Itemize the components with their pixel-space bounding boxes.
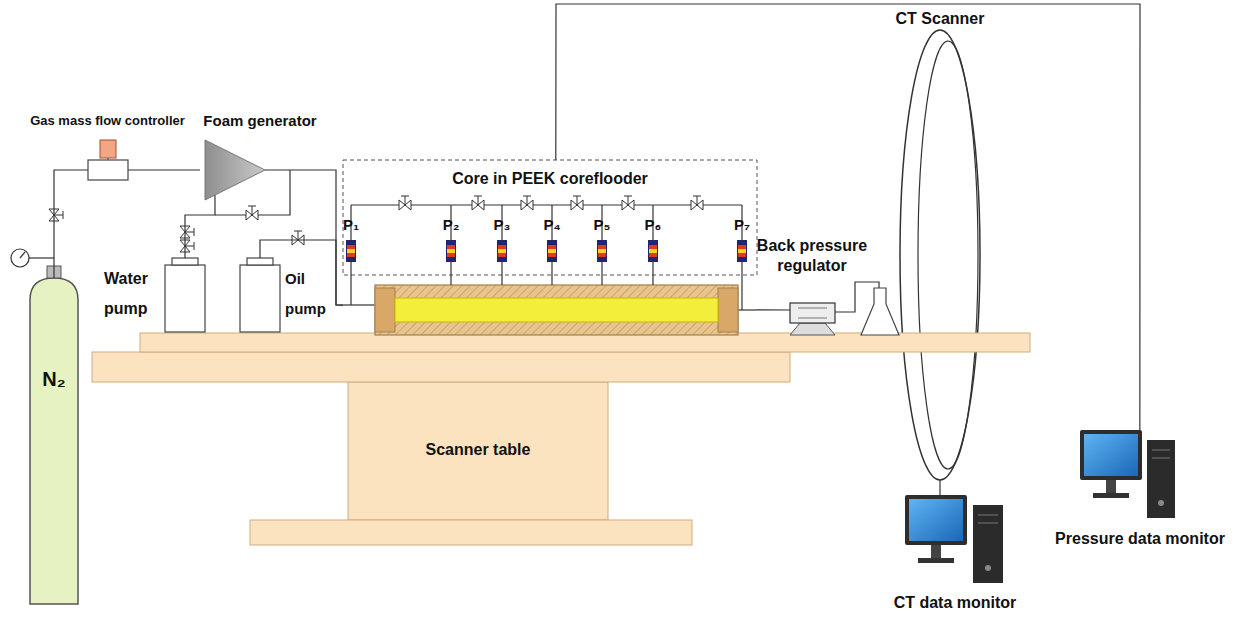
transducer-label: P₇: [727, 216, 757, 234]
scanner-table-shape: [92, 333, 1030, 545]
foam-generator: Foam generator: [200, 140, 265, 200]
gas-cylinder-node: N₂: [30, 278, 78, 604]
inlet-line: [343, 304, 375, 305]
node-label: Foam generator: [190, 112, 330, 130]
node-label: Core in PEEK coreflooder: [343, 170, 757, 188]
transducer-label: P₄: [537, 216, 567, 234]
flow-controller: Gas mass flow controller: [88, 140, 128, 180]
pipe-line: [556, 4, 1140, 430]
ct-data-monitor: CT data monitor: [905, 495, 1005, 583]
collection-flask: [861, 288, 899, 335]
pipe-line: [939, 480, 940, 495]
node-label: Scanner table: [426, 441, 531, 459]
manifold-box: [343, 160, 757, 275]
pipe-line: [128, 169, 200, 170]
node-label: CT Scanner: [880, 10, 1000, 28]
pipe-line: [185, 195, 215, 258]
transducer-label: P₅: [587, 216, 617, 234]
transducer-label: P₂: [436, 216, 466, 234]
valve-symbol: [292, 231, 304, 245]
node-label: Pressure data monitor: [1040, 530, 1240, 548]
flow-controller: [88, 140, 128, 180]
node-label: Water pump: [104, 264, 162, 324]
pipe-line: [54, 170, 88, 278]
node-label: N₂: [42, 368, 65, 390]
outlet-line: [738, 309, 757, 310]
back-pressure-regulator: Back pressure regulator: [790, 303, 835, 323]
transducer-label: P₆: [638, 216, 668, 234]
computer-icon: [1080, 430, 1175, 518]
node-label: Oil pump: [285, 264, 331, 324]
scanner-table: Scanner table: [348, 382, 608, 520]
pipe-line: [757, 309, 790, 310]
valve-symbol: [521, 196, 533, 210]
ct-ring: [900, 30, 980, 480]
valve-symbol: [49, 209, 63, 221]
node-label: Gas mass flow controller: [15, 112, 200, 130]
transducer-label: P₃: [487, 216, 517, 234]
valve-symbol: [180, 240, 194, 252]
ct-scanner: CT Scanner: [900, 30, 980, 480]
foam-generator-shape: [205, 140, 265, 200]
valve-symbol: [472, 196, 484, 210]
pressure-data-monitor: Pressure data monitor: [1080, 430, 1175, 520]
pump-vessels: [165, 258, 280, 332]
valve-symbol: [691, 196, 703, 210]
valve-symbol: [180, 226, 194, 238]
core-holder: [375, 285, 738, 335]
valve-symbol: [246, 206, 258, 220]
transducer-label: P₁: [336, 216, 366, 234]
water-pump: Water pump: [165, 258, 205, 332]
valve-symbol: [622, 196, 634, 210]
coreflooder: Core in PEEK coreflooder: [343, 160, 757, 340]
valve-symbol: [571, 196, 583, 210]
gas-cylinder: [11, 249, 78, 604]
valve-symbol: [399, 196, 411, 210]
computer-icon: [905, 495, 1003, 583]
node-label: CT data monitor: [855, 594, 1055, 612]
bypass-line: [215, 170, 290, 215]
oil-pump: Oil pump: [240, 258, 280, 332]
node-label: Back pressure regulator: [752, 236, 872, 276]
